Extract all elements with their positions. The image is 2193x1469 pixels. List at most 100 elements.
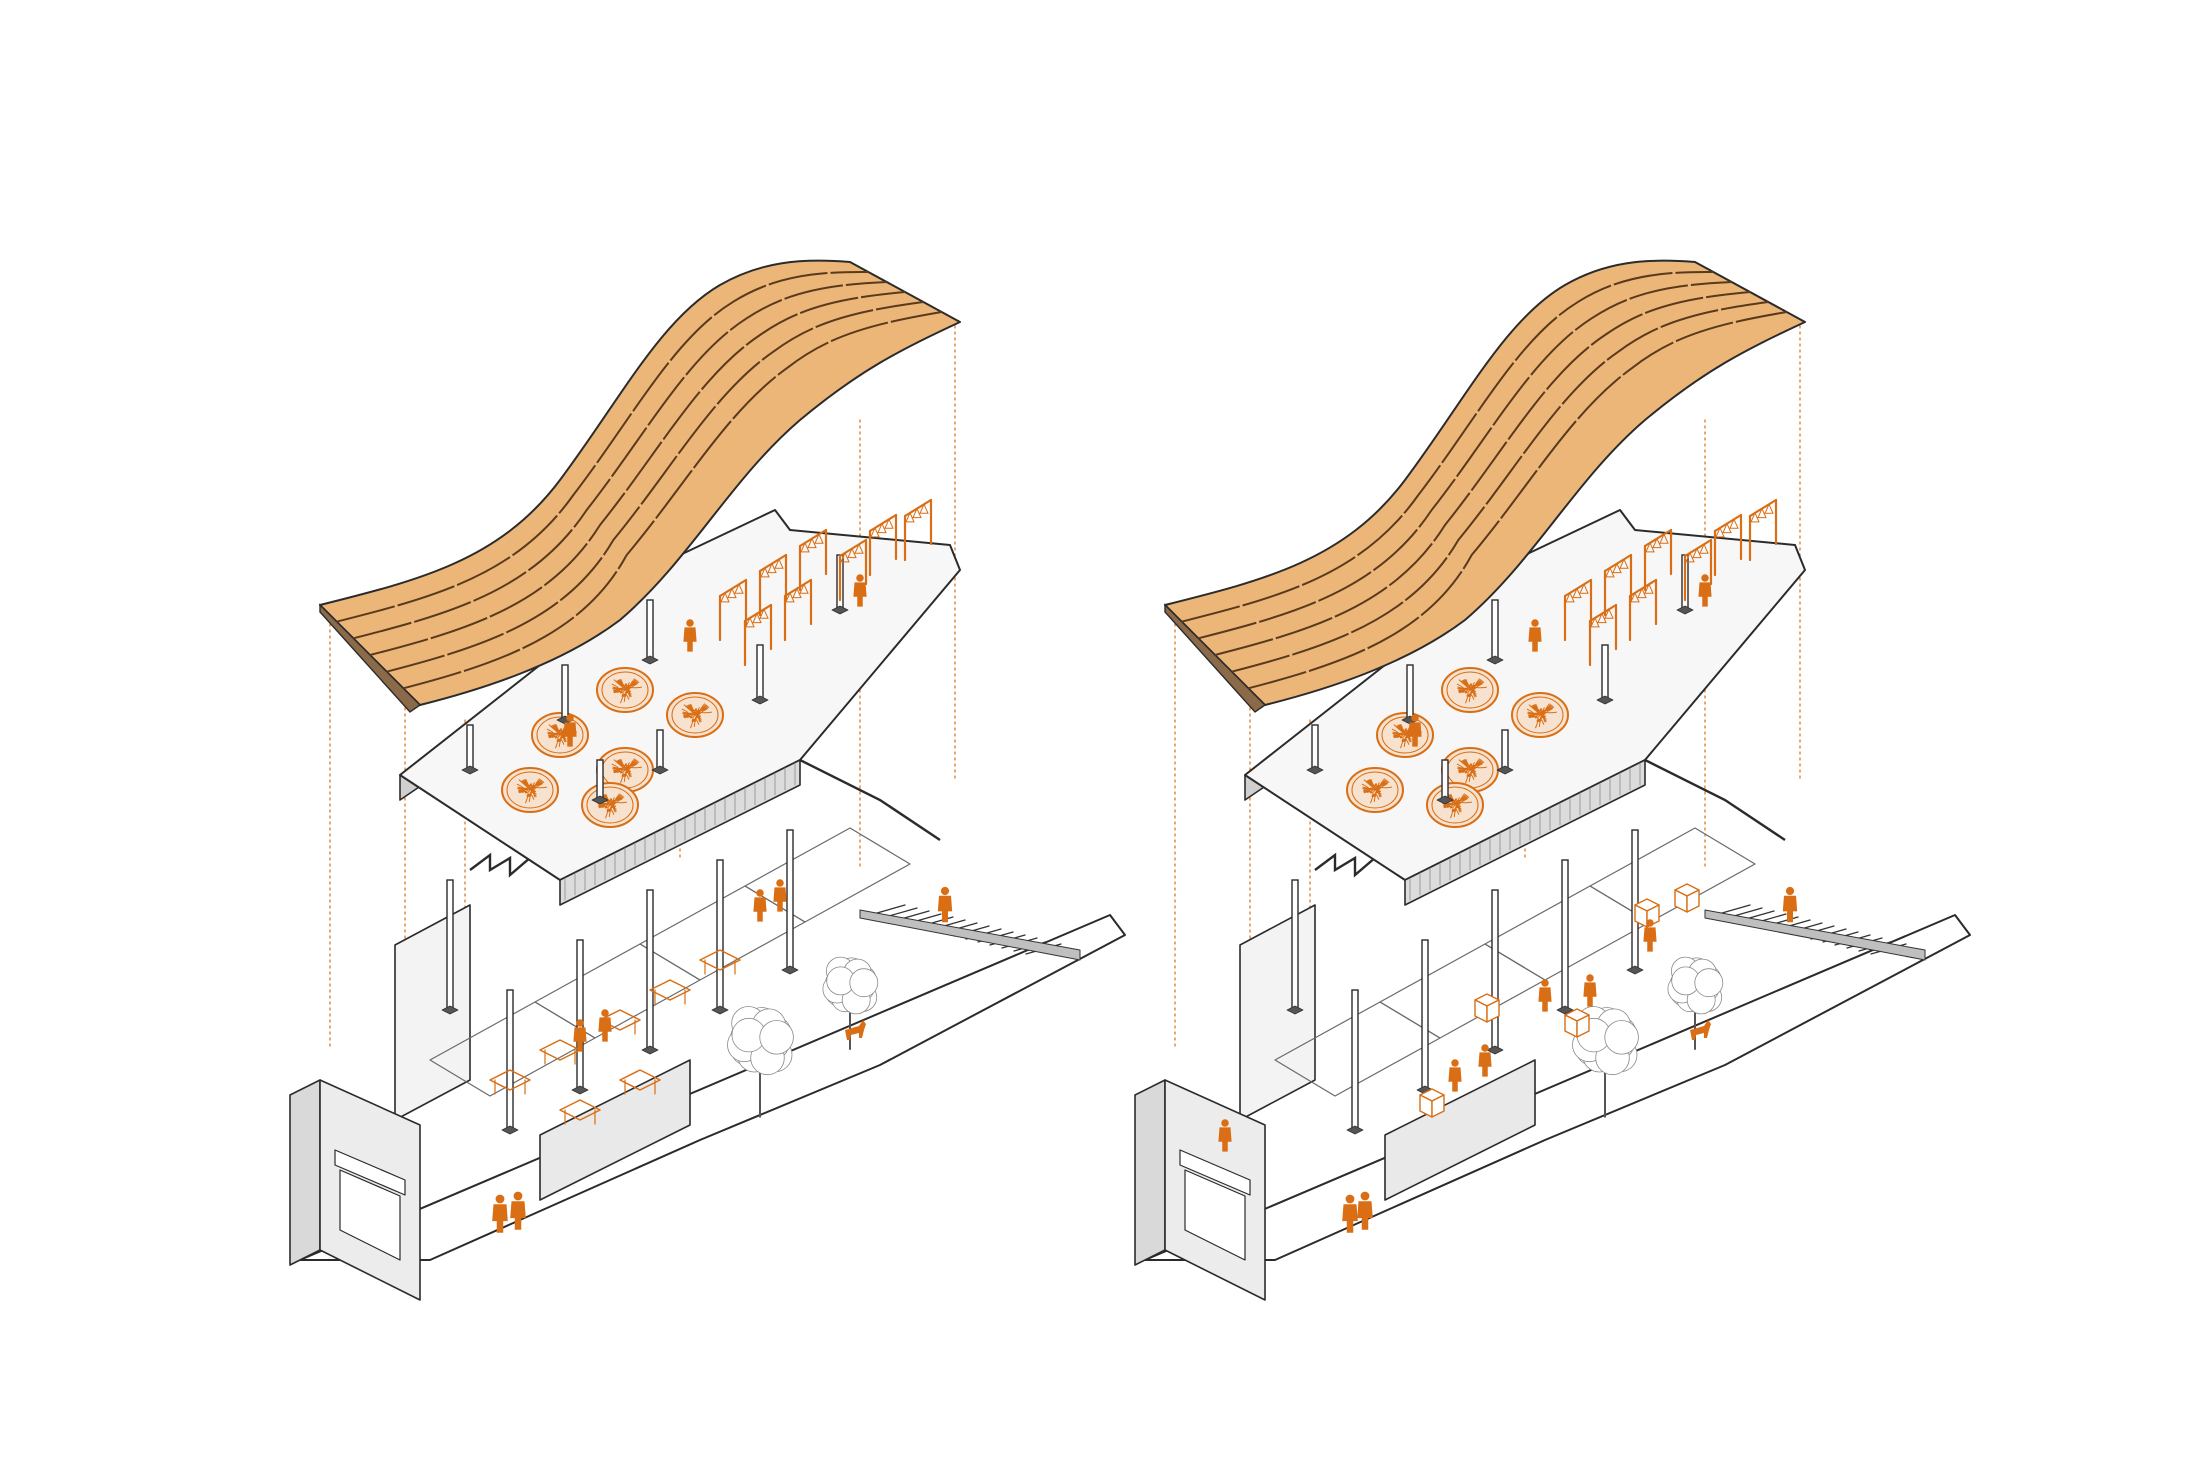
person-body xyxy=(573,1027,587,1052)
column-base xyxy=(1486,1045,1504,1055)
box-right xyxy=(1576,1014,1590,1038)
dog-icon xyxy=(845,1020,866,1040)
display-box-icon xyxy=(1419,1088,1445,1118)
tree-leaf-cluster xyxy=(849,968,879,998)
column-base xyxy=(1346,1125,1364,1135)
tree-icon xyxy=(1572,1006,1639,1118)
rug-inner-ring xyxy=(506,771,554,809)
person-figure-icon xyxy=(573,1019,587,1052)
table-top xyxy=(699,949,741,971)
column xyxy=(1346,989,1364,1135)
clothing-rack-icon xyxy=(1588,603,1618,667)
person-figure-icon xyxy=(1698,574,1712,607)
column-shaft xyxy=(646,599,654,661)
column xyxy=(441,879,459,1015)
upper-floor xyxy=(399,498,961,906)
clothing-rack-icon xyxy=(758,553,788,617)
person-head xyxy=(756,889,764,897)
rack-garment xyxy=(734,583,744,594)
column xyxy=(1436,759,1454,805)
person-body xyxy=(1218,1127,1232,1152)
back-wall-panel xyxy=(1239,904,1316,1121)
rug-inner-ring xyxy=(1381,716,1429,754)
column-base xyxy=(1486,655,1504,665)
column-base xyxy=(1676,605,1694,615)
rack-garment xyxy=(1722,522,1732,534)
rack-garment xyxy=(720,591,730,603)
person-head xyxy=(1360,1191,1370,1201)
person-head xyxy=(1345,1194,1355,1204)
roof-surface xyxy=(319,259,961,706)
column xyxy=(651,729,669,775)
person-body xyxy=(563,722,577,747)
column-base xyxy=(1626,965,1644,975)
rack-garment xyxy=(745,616,755,628)
rack-garment xyxy=(1605,566,1615,578)
column xyxy=(1556,859,1574,1015)
rug-pattern xyxy=(516,778,547,804)
tree-leaf-cluster xyxy=(1694,968,1724,998)
person-head xyxy=(776,879,784,887)
column-shaft xyxy=(1491,599,1499,661)
front-low-wall xyxy=(539,1059,691,1201)
round-rug-icon xyxy=(1426,782,1484,828)
dog-shape xyxy=(845,1020,866,1040)
rack-garment xyxy=(1565,591,1575,603)
rack-garment xyxy=(1590,616,1600,628)
clothing-rack-icon xyxy=(838,538,868,602)
clothing-rack-icon xyxy=(1603,553,1633,617)
person-body xyxy=(937,895,953,923)
entrance-opening xyxy=(339,1169,401,1261)
column-shaft xyxy=(1406,664,1414,721)
person-figure-icon xyxy=(1782,886,1798,923)
rack-garment xyxy=(912,507,922,519)
round-rug-icon xyxy=(581,782,639,828)
display-box-icon xyxy=(1674,883,1700,913)
rack-garment xyxy=(854,543,864,554)
person-figure-icon xyxy=(853,574,867,607)
roof-plank-line xyxy=(1198,281,1732,640)
column-base xyxy=(591,795,609,805)
roof-plank-line xyxy=(1181,270,1714,623)
rack-garment xyxy=(847,547,857,559)
person-figure-icon xyxy=(1528,619,1542,652)
rack-garment xyxy=(1579,583,1589,594)
column xyxy=(751,644,769,705)
grid-bay xyxy=(744,827,911,923)
rack-garment xyxy=(760,566,770,578)
rug-inner-ring xyxy=(586,786,634,824)
column-base xyxy=(441,1005,459,1015)
person-figure-icon xyxy=(1478,1044,1492,1077)
rug-pattern xyxy=(611,758,642,784)
person-head xyxy=(1221,1119,1229,1127)
roof-plank-line xyxy=(353,281,887,640)
table-top xyxy=(649,979,691,1001)
column-base xyxy=(501,1125,519,1135)
rack-garment xyxy=(870,526,880,538)
clothing-rack-icon xyxy=(1643,528,1673,592)
person-head xyxy=(576,1019,584,1027)
rack-garment xyxy=(1685,551,1695,563)
person-head xyxy=(1411,714,1419,722)
dog-shape xyxy=(1690,1020,1711,1040)
rack-garment xyxy=(1572,587,1582,599)
ground-floor-slab xyxy=(299,914,1126,1261)
rack-garment xyxy=(800,541,810,553)
rack-garment xyxy=(1644,583,1654,594)
column xyxy=(1596,644,1614,705)
column xyxy=(641,599,659,665)
slab-edge-hatching xyxy=(1409,762,1641,901)
person-body xyxy=(753,897,767,922)
rug-pattern xyxy=(596,793,627,819)
grid-bay xyxy=(534,943,701,1039)
dog-icon xyxy=(1690,1020,1711,1040)
rack-garment xyxy=(1604,608,1614,619)
person-head xyxy=(940,886,950,896)
rack-garment xyxy=(759,608,769,619)
roof xyxy=(1164,259,1806,713)
rack-garment xyxy=(767,562,777,574)
person-body xyxy=(492,1204,508,1233)
clothing-rack-icon xyxy=(1563,578,1593,642)
column-base xyxy=(1306,765,1324,775)
tree-leaf-cluster xyxy=(759,1020,794,1055)
